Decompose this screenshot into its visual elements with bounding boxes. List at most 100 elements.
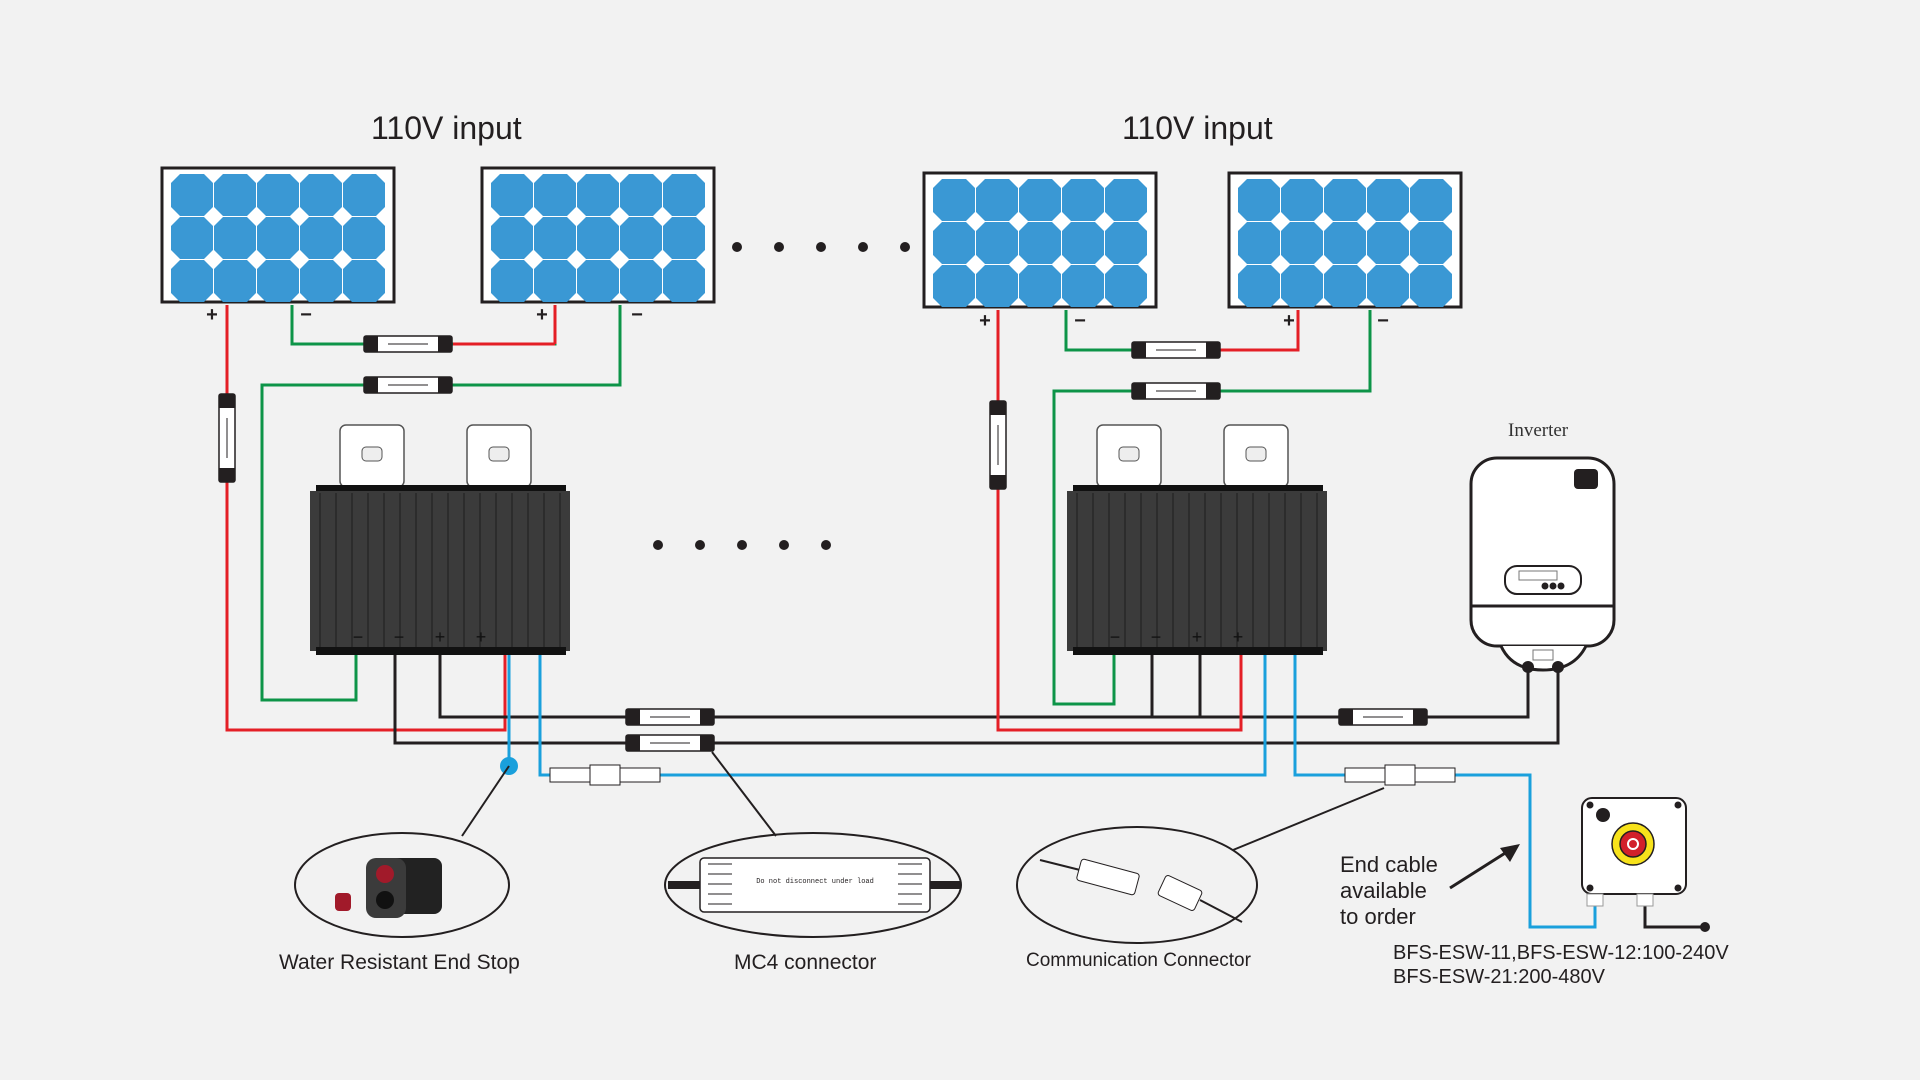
- solar-cell: [1105, 265, 1147, 307]
- wires: [225, 305, 1705, 929]
- mc4-connector: [1131, 382, 1221, 400]
- power-symbol: [1627, 838, 1639, 850]
- comm-callout-leader: [1232, 787, 1385, 851]
- comm-connector: [1344, 764, 1456, 786]
- solar-cell: [1324, 222, 1366, 264]
- mc4-nut: [364, 336, 378, 352]
- indicator-light: [1596, 808, 1610, 822]
- solar-cell: [620, 260, 662, 302]
- solar-cell: [491, 217, 533, 259]
- mc4-nut: [1132, 342, 1146, 358]
- ellipsis-dot: [695, 540, 705, 550]
- mc4-nut: [626, 709, 640, 725]
- end-stop-callout-leader: [461, 765, 510, 837]
- mc4-nut: [219, 468, 235, 482]
- negative-wire: [260, 305, 622, 702]
- terminal-minus: −: [1110, 627, 1121, 647]
- solar-cell: [1281, 265, 1323, 307]
- bracket-slot: [488, 446, 510, 462]
- comm-cable-right: [1199, 899, 1243, 923]
- solar-cell: [577, 260, 619, 302]
- screw: [1674, 801, 1682, 809]
- solar-cell: [663, 260, 705, 302]
- inverter-led: [1557, 582, 1565, 590]
- box-top-rim: [316, 485, 566, 493]
- ellipsis-dot: [779, 540, 789, 550]
- mc4-warning-text: Do not disconnect under load: [756, 878, 874, 886]
- mc4-nut: [990, 475, 1006, 489]
- arrow-head: [1500, 844, 1520, 862]
- solar-panel-4: [1227, 171, 1463, 309]
- screw: [1674, 884, 1682, 892]
- solar-cell: [1062, 222, 1104, 264]
- solar-cell: [1324, 265, 1366, 307]
- minus-sign: −: [1377, 310, 1389, 332]
- ellipsis-dot: [900, 242, 910, 252]
- inverter-led: [1541, 582, 1549, 590]
- mc4-callout-leader: [711, 751, 777, 837]
- solar-cell: [1062, 179, 1104, 221]
- solar-cell: [534, 260, 576, 302]
- mc4-nut: [438, 377, 452, 393]
- solar-cell: [1105, 222, 1147, 264]
- end-cable-note: End cable available to order: [1340, 852, 1438, 929]
- inverter-port-label: [1532, 649, 1554, 661]
- solar-cell: [663, 217, 705, 259]
- terminal-minus: −: [353, 627, 364, 647]
- box-top-rim: [1073, 485, 1323, 493]
- comm-wire: [538, 650, 1267, 777]
- output-wire: [1150, 650, 1202, 719]
- mc4-nut: [1339, 709, 1353, 725]
- bracket-slot: [361, 446, 383, 462]
- end-stop-red-port: [376, 865, 394, 883]
- solar-cell: [577, 174, 619, 216]
- comm-wire: [1293, 650, 1597, 929]
- comm-nut: [1384, 764, 1416, 786]
- cable-end-dot: [1700, 922, 1710, 932]
- end-stop-face: [366, 858, 406, 918]
- solar-cell: [343, 174, 385, 216]
- mc4-nut: [438, 336, 452, 352]
- solar-cell: [1019, 179, 1061, 221]
- ellipsis-dot: [737, 540, 747, 550]
- mc4-connector: [218, 393, 236, 483]
- ellipsis-dot: [821, 540, 831, 550]
- mc4-nut: [626, 735, 640, 751]
- solar-cell: [214, 260, 256, 302]
- minus-sign: −: [631, 304, 643, 326]
- solar-panels: [160, 166, 1463, 309]
- solar-cell: [1367, 265, 1409, 307]
- solar-cell: [1367, 222, 1409, 264]
- mc4-connector: [363, 335, 453, 353]
- solar-cell: [300, 260, 342, 302]
- solar-cell: [1410, 265, 1452, 307]
- solar-cell: [933, 179, 975, 221]
- bracket-slot: [1245, 446, 1267, 462]
- inverter-label: Inverter: [1508, 420, 1569, 441]
- solar-cell: [1019, 222, 1061, 264]
- right-group-title: 110V input: [1122, 110, 1273, 146]
- comm-caption: Communication Connector: [1026, 950, 1251, 971]
- solar-cell: [933, 265, 975, 307]
- solar-panel-3: [922, 171, 1158, 309]
- mc4-caption: MC4 connector: [734, 951, 877, 974]
- solar-cell: [976, 222, 1018, 264]
- solar-cell: [257, 217, 299, 259]
- solar-cell: [171, 217, 213, 259]
- solar-cell: [1238, 265, 1280, 307]
- comm-plug: [549, 767, 591, 783]
- comm-socket: [1414, 767, 1456, 783]
- negative-wire: [1052, 310, 1372, 706]
- arrow-shaft: [1449, 848, 1511, 890]
- output-wire: [393, 650, 1560, 745]
- solar-cell: [257, 174, 299, 216]
- box-bottom-rim: [1073, 647, 1323, 655]
- mc4-nut: [700, 735, 714, 751]
- solar-cell: [300, 174, 342, 216]
- solar-cell: [1281, 222, 1323, 264]
- ellipsis-dot: [816, 242, 826, 252]
- solar-cell: [300, 217, 342, 259]
- solar-cell: [1410, 222, 1452, 264]
